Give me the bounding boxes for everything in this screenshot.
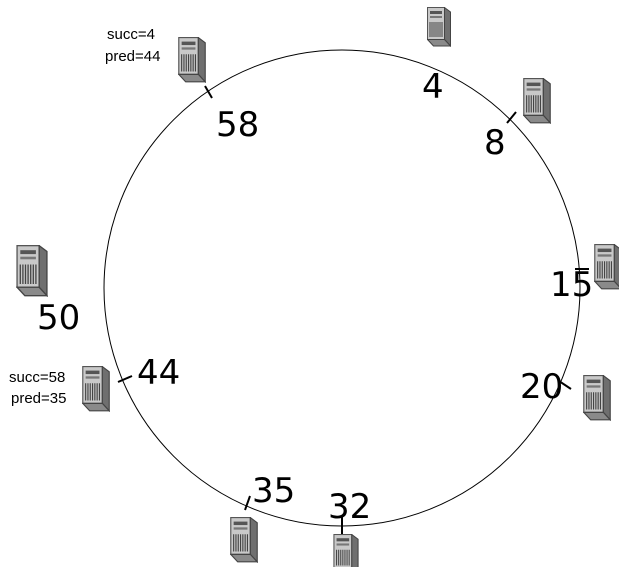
node-label-58: 58 — [216, 105, 259, 145]
ring-tick-35 — [244, 495, 251, 511]
pred-pointer-44: pred=35 — [11, 390, 66, 407]
server-icon — [333, 534, 359, 567]
server-icon — [178, 37, 206, 83]
node-4[interactable]: 4 — [422, 7, 451, 108]
server-icon — [16, 245, 48, 297]
node-50[interactable]: 50 — [16, 245, 80, 338]
ring-tick-8 — [506, 111, 517, 124]
pred-pointer-58: pred=44 — [105, 48, 160, 65]
node-label-15: 15 — [550, 265, 593, 305]
node-32[interactable]: 32 — [328, 487, 371, 567]
node-20[interactable]: 20 — [520, 367, 611, 421]
node-8[interactable]: 8 — [484, 78, 551, 163]
server-icon — [594, 244, 619, 290]
server-icon — [82, 366, 110, 412]
server-icon — [583, 375, 611, 421]
succ-pointer-44: succ=58 — [9, 369, 65, 386]
server-icon — [427, 7, 451, 47]
node-label-44: 44 — [137, 353, 180, 393]
node-label-8: 8 — [484, 123, 506, 163]
node-label-20: 20 — [520, 367, 563, 407]
node-44[interactable]: 44 succ=58 pred=35 — [9, 353, 180, 412]
ring-tick-20 — [558, 380, 572, 390]
node-label-32: 32 — [328, 487, 371, 527]
node-label-35: 35 — [252, 471, 295, 511]
node-15[interactable]: 15 — [550, 244, 619, 305]
node-label-4: 4 — [422, 67, 444, 107]
ring-tick-58 — [204, 85, 213, 99]
succ-pointer-58: succ=4 — [107, 26, 155, 43]
node-35[interactable]: 35 — [230, 471, 295, 563]
ring-tick-44 — [117, 375, 133, 383]
node-label-50: 50 — [37, 298, 80, 338]
server-icon — [230, 517, 258, 563]
node-58[interactable]: 58 succ=4 pred=44 — [105, 26, 259, 145]
server-icon — [523, 78, 551, 124]
